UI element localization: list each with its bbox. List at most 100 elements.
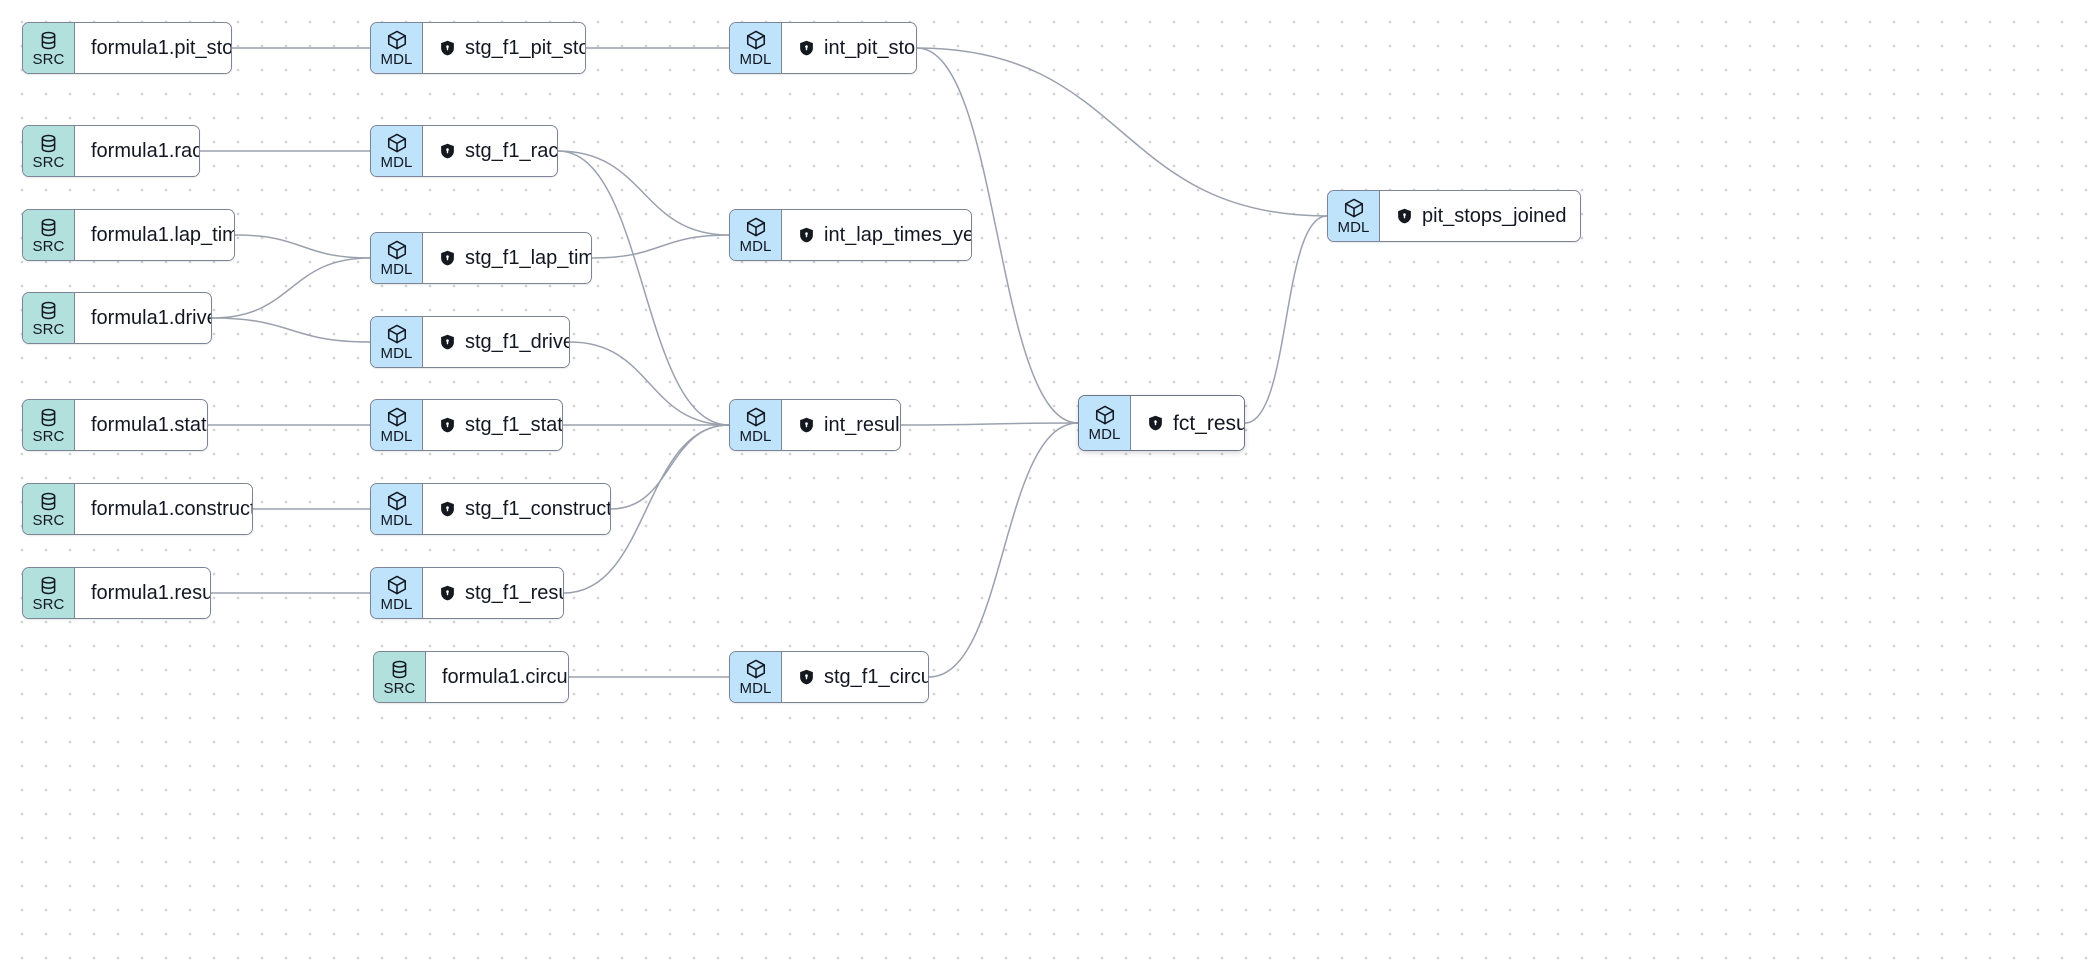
cube-icon [745, 29, 767, 51]
badge-label: MDL [380, 261, 413, 278]
shield-lock-icon [798, 39, 815, 57]
node-label: pit_stops_joined [1422, 205, 1567, 227]
node-label: formula1.circuits [442, 666, 568, 688]
lineage-node-src_constructors[interactable]: SRC formula1.constructors [22, 483, 253, 535]
cube-icon [386, 239, 408, 261]
node-label: stg_f1_circuits [824, 666, 928, 688]
node-label: stg_f1_lap_times [465, 247, 591, 269]
node-body: stg_f1_drivers [423, 317, 569, 367]
node-body: stg_f1_results [423, 568, 563, 618]
node-body: stg_f1_pit_stops [423, 23, 585, 73]
database-cylinder-icon [38, 491, 59, 512]
lineage-node-stg_results[interactable]: MDL stg_f1_results [370, 567, 564, 619]
lineage-node-stg_pit_stops[interactable]: MDL stg_f1_pit_stops [370, 22, 586, 74]
shield-lock-icon [1147, 414, 1164, 432]
lineage-node-src_races[interactable]: SRC formula1.races [22, 125, 200, 177]
lineage-node-stg_drivers[interactable]: MDL stg_f1_drivers [370, 316, 570, 368]
node-body: fct_results [1131, 396, 1245, 450]
lineage-node-stg_status[interactable]: MDL stg_f1_status [370, 399, 563, 451]
node-label: formula1.pit_stops [91, 37, 231, 59]
shield-lock-icon [439, 249, 456, 267]
shield-lock-icon [439, 142, 456, 160]
node-body: int_pit_stops [782, 23, 916, 73]
lineage-node-pit_stops_joined[interactable]: MDL pit_stops_joined [1327, 190, 1581, 242]
lineage-node-int_results[interactable]: MDL int_results [729, 399, 901, 451]
badge-label: SRC [383, 679, 416, 697]
model-badge: MDL [730, 652, 782, 702]
source-badge: SRC [23, 484, 75, 534]
badge-label: MDL [380, 51, 413, 68]
database-cylinder-icon [38, 575, 59, 596]
shield-lock-icon [439, 39, 456, 57]
shield-lock-icon [1396, 207, 1413, 225]
lineage-node-stg_circuits[interactable]: MDL stg_f1_circuits [729, 651, 929, 703]
shield-lock-icon [439, 500, 456, 518]
node-label: stg_f1_results [465, 582, 563, 604]
model-badge: MDL [1079, 396, 1131, 450]
model-badge: MDL [371, 568, 423, 618]
model-badge: MDL [371, 484, 423, 534]
node-body: formula1.results [75, 568, 210, 618]
database-cylinder-icon [38, 407, 59, 428]
cube-icon [386, 323, 408, 345]
node-body: stg_f1_circuits [782, 652, 928, 702]
lineage-node-src_lap_times[interactable]: SRC formula1.lap_times [22, 209, 235, 261]
badge-label: SRC [32, 237, 65, 255]
badge-label: MDL [739, 680, 772, 697]
shield-lock-icon [798, 226, 815, 244]
model-badge: MDL [371, 400, 423, 450]
lineage-node-src_pit_stops[interactable]: SRC formula1.pit_stops [22, 22, 232, 74]
lineage-node-stg_constructors[interactable]: MDL stg_f1_constructors [370, 483, 611, 535]
node-label: formula1.races [91, 140, 199, 162]
node-label: stg_f1_status [465, 414, 563, 436]
node-body: stg_f1_constructors [423, 484, 611, 534]
source-badge: SRC [23, 210, 75, 260]
cube-icon [386, 574, 408, 596]
node-body: formula1.lap_times [75, 210, 234, 260]
model-badge: MDL [730, 23, 782, 73]
badge-label: MDL [1337, 219, 1370, 236]
node-label: stg_f1_constructors [465, 498, 611, 520]
node-body: formula1.pit_stops [75, 23, 231, 73]
badge-label: SRC [32, 427, 65, 445]
badge-label: MDL [380, 512, 413, 529]
node-body: int_lap_times_years [782, 210, 972, 260]
node-label: formula1.results [91, 582, 210, 604]
model-badge: MDL [1328, 191, 1380, 241]
source-badge: SRC [374, 652, 426, 702]
lineage-node-fct_results[interactable]: MDL fct_results [1078, 395, 1245, 451]
node-body: formula1.races [75, 126, 199, 176]
cube-icon [386, 406, 408, 428]
node-body: stg_f1_races [423, 126, 557, 176]
badge-label: SRC [32, 320, 65, 338]
lineage-node-stg_lap_times[interactable]: MDL stg_f1_lap_times [370, 232, 592, 284]
node-body: pit_stops_joined [1380, 191, 1580, 241]
node-body: int_results [782, 400, 900, 450]
shield-lock-icon [439, 416, 456, 434]
badge-label: MDL [380, 596, 413, 613]
badge-label: MDL [380, 345, 413, 362]
node-label: formula1.constructors [91, 498, 253, 520]
cube-icon [1094, 404, 1116, 426]
lineage-node-src_circuits[interactable]: SRC formula1.circuits [373, 651, 569, 703]
model-badge: MDL [371, 23, 423, 73]
source-badge: SRC [23, 126, 75, 176]
database-cylinder-icon [389, 659, 410, 680]
model-badge: MDL [730, 400, 782, 450]
node-label: fct_results [1173, 411, 1245, 435]
model-badge: MDL [371, 233, 423, 283]
badge-label: SRC [32, 50, 65, 68]
cube-icon [386, 490, 408, 512]
node-label: int_lap_times_years [824, 224, 972, 246]
database-cylinder-icon [38, 217, 59, 238]
database-cylinder-icon [38, 30, 59, 51]
badge-label: MDL [739, 428, 772, 445]
